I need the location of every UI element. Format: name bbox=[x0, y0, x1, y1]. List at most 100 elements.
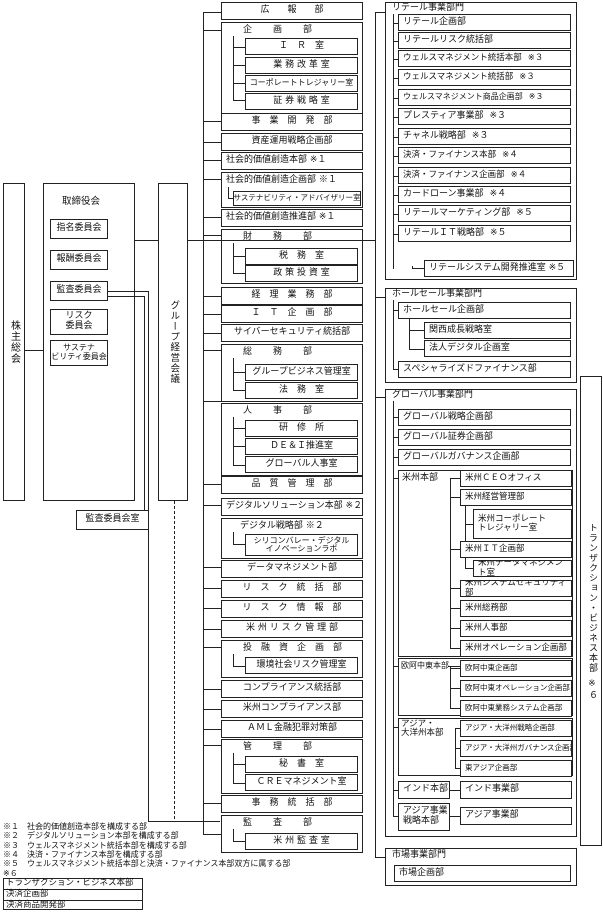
kanri-group bbox=[221, 739, 363, 794]
office-houmu: 法 務 室 bbox=[245, 382, 358, 399]
toushi-group bbox=[221, 640, 363, 678]
market-title: 市場事業部門 bbox=[392, 850, 447, 860]
eu-dept: 欧阿中東オペレーション企画部 bbox=[460, 680, 572, 697]
soumu-group bbox=[221, 344, 363, 402]
risk-committee: リスク 委員会 bbox=[50, 309, 108, 335]
us-connector bbox=[450, 497, 460, 498]
retail-item: カードローン事業部※４ bbox=[398, 186, 571, 203]
retail-item: リテールＩＴ戦略部 ※５ bbox=[398, 225, 571, 242]
retail-item-note: ※５ bbox=[490, 227, 507, 238]
retail-item-note: ※３ bbox=[527, 52, 544, 63]
eu-connector bbox=[450, 688, 460, 689]
dept-aml: ＡＭＬ金融犯罪対策部 bbox=[221, 720, 363, 738]
retail-item-note: ※３ bbox=[519, 71, 535, 82]
retail-connector bbox=[393, 59, 398, 60]
retail-title: リテール事業部門 bbox=[392, 3, 465, 13]
dept-jinji: 人 事 部 bbox=[243, 406, 314, 416]
digital-senryaku-group bbox=[221, 518, 363, 559]
office-cre: ＣＲＥマネジメント室 bbox=[245, 774, 358, 791]
retail-connector bbox=[393, 137, 398, 138]
dept-shakai-suishin: 社会的価値創造推進部 ※１ bbox=[221, 209, 363, 227]
us-connector bbox=[450, 628, 460, 629]
group-management-council: グループ経営会議 bbox=[158, 183, 188, 501]
retail-item: リテール企画部 bbox=[398, 14, 571, 31]
board-title: 取締役会 bbox=[62, 196, 101, 207]
india-hq: インド本部 bbox=[398, 781, 450, 799]
us-dept: 米州経営管理部 bbox=[460, 489, 572, 506]
eu-dept: 欧阿中東企画部 bbox=[460, 660, 572, 677]
us-sub-connector bbox=[465, 506, 466, 568]
office-gyoumu: 業 務 改 革 室 bbox=[245, 57, 358, 74]
retail-item-label: リテールリスク統括部 bbox=[403, 34, 494, 45]
retail-item-label: 決済・ファイナンス本部 bbox=[403, 149, 497, 160]
retail-item: リテールリスク統括部 bbox=[398, 32, 571, 49]
us-hq: 米州本部 bbox=[402, 473, 439, 483]
us-dept: 米州オペレーション企画部 bbox=[460, 640, 572, 657]
retail-item-note: ※３ bbox=[471, 130, 489, 141]
office-zeimu: 税 務 室 bbox=[245, 248, 358, 265]
houjin-digital-office: 法人デジタル企画室 bbox=[424, 340, 571, 357]
us-connector bbox=[450, 588, 460, 589]
retail-item: リテールマーケティング部 ※５ bbox=[398, 205, 571, 222]
retail-connector bbox=[393, 98, 398, 99]
nomination-committee: 指名委員会 bbox=[50, 219, 108, 239]
retail-item-note: ※５ bbox=[516, 207, 533, 218]
office-kenshu: 研 修 所 bbox=[245, 420, 358, 437]
asia-dept: アジア・大洋州戦略企画部 bbox=[460, 720, 572, 737]
retail-item-label: ウェルスマネジメント統括部 bbox=[403, 71, 514, 82]
retail-item: 決済・ファイナンス企画部※４ bbox=[398, 167, 571, 184]
dept-risk-jouhou: リ ス ク 情 報 部 bbox=[221, 600, 363, 618]
global-governance: グローバルガバナンス企画部 bbox=[398, 449, 571, 466]
retail-item: ウェルスマネジメント統括部 ※３ bbox=[398, 69, 571, 86]
us-connector bbox=[450, 478, 460, 479]
retail-connector bbox=[393, 78, 398, 79]
retail-system-office: リテールシステム開発推進室 ※５ bbox=[424, 260, 574, 277]
global-division bbox=[385, 389, 577, 837]
us-dept: 米州システムセキュリティ部 bbox=[460, 580, 572, 597]
eu-hq: 欧阿中東本部 bbox=[401, 661, 449, 670]
dept-data-mgmt: データマネジメント部 bbox=[221, 560, 363, 578]
us-dept: 米州ＣＥＯオフィス bbox=[460, 470, 572, 487]
retail-item-label: リテールＩＴ戦略部 bbox=[403, 227, 485, 238]
asia-connector bbox=[455, 768, 460, 769]
audit-committee: 監査委員会 bbox=[50, 281, 108, 301]
dept-soumu: 総 務 部 bbox=[243, 347, 314, 357]
retail-connector bbox=[393, 195, 398, 196]
market-division bbox=[385, 848, 577, 886]
retail-item-note: ※３ bbox=[528, 92, 544, 102]
office-global-jinji: グローバル人事室 bbox=[245, 456, 358, 473]
kansa-group bbox=[221, 815, 363, 853]
compensation-committee: 報酬委員会 bbox=[50, 250, 108, 270]
retail-item: ウェルスマネジメント統括本部 ※３ bbox=[398, 50, 571, 67]
dept-keiri: 経 理 業 務 部 bbox=[221, 287, 363, 305]
dept-risk-toukatsu: リ ス ク 統 括 部 bbox=[221, 580, 363, 598]
retail-item-label: リテールマーケティング部 bbox=[403, 207, 511, 218]
kansai-office: 関西成長戦略室 bbox=[424, 322, 571, 339]
retail-item: ウェルスマネジメント商品企画部 ※３ bbox=[398, 89, 571, 106]
retail-item: 決済・ファイナンス本部※４ bbox=[398, 147, 571, 164]
india-jigyou: インド事業部 bbox=[460, 781, 572, 799]
asia-jigyou: アジア事業部 bbox=[460, 807, 572, 825]
asia-biz-hq: アジア事業 戦略本部 bbox=[398, 803, 450, 831]
wholesale-division bbox=[385, 288, 577, 383]
us-connector bbox=[450, 549, 460, 550]
dept-us-risk: 米 州 リ ス ク 管 理 部 bbox=[221, 620, 363, 638]
asia-connector bbox=[455, 728, 460, 729]
retail-connector bbox=[393, 23, 398, 24]
dept-kouhou: 広 報 部 bbox=[221, 2, 363, 20]
retail-connector bbox=[393, 234, 398, 235]
footnote: ※１ 社会的価値創造本部を構成する部 bbox=[3, 822, 147, 831]
retail-item-note: ※３ bbox=[489, 110, 507, 121]
jinji-group bbox=[221, 403, 363, 476]
zaimu-group bbox=[221, 229, 363, 284]
office-env-risk: 環境社会リスク管理室 bbox=[245, 657, 358, 674]
dept-shakai-kikaku: 社会的価値創造企画部 ※１ bbox=[226, 175, 337, 185]
sustainability-committee: サステナ ビリティ委員会 bbox=[50, 340, 108, 366]
dept-hinshitsu: 品 質 管 理 部 bbox=[221, 476, 363, 494]
us-dept: 米州コーポレート トレジャリー室 bbox=[473, 509, 572, 539]
dept-cyber: サイバーセキュリティ統括部 bbox=[221, 324, 363, 342]
us-connector bbox=[465, 524, 473, 525]
retail-item-label: ウェルスマネジメント商品企画部 bbox=[403, 92, 523, 102]
retail-item-label: ウェルスマネジメント統括本部 bbox=[403, 52, 522, 63]
office-treasury: コーポレートトレジャリー室 bbox=[245, 75, 358, 92]
